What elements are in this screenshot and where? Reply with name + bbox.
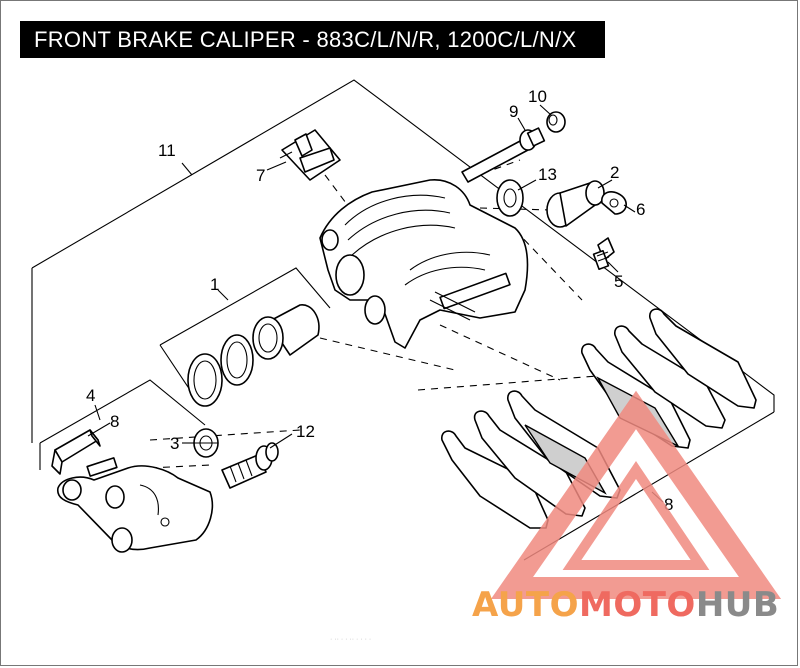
footer-text: · ·· · · ·· · · · ·: [330, 636, 371, 643]
group-outline-11: [31, 79, 775, 412]
caliper-bracket-4: [56, 457, 214, 553]
watermark-triangle: [490, 390, 782, 599]
watermark-text: AUTOMOTOHUB: [472, 585, 779, 625]
brake-pads-outer: [581, 308, 757, 449]
caliper-housing: [319, 179, 529, 349]
callout-13: 13: [538, 165, 557, 184]
watermark-logo: [490, 390, 782, 599]
washer-13: [496, 179, 524, 217]
page-title: FRONT BRAKE CALIPER - 883C/L/N/R, 1200C/…: [20, 21, 605, 58]
pad-pin-9: [461, 127, 546, 183]
pin-plug-10: [546, 111, 566, 133]
callout-10: 10: [528, 87, 547, 106]
watermark-auto: AUTO: [472, 585, 579, 625]
callout-3: 3: [170, 434, 179, 453]
group-outline-4: [39, 379, 206, 444]
callout-12: 12: [296, 422, 315, 441]
watermark-moto: MOTO: [579, 585, 696, 625]
callout-1: 1: [210, 275, 219, 294]
callout-9: 9: [509, 102, 518, 121]
callout-5: 5: [614, 272, 623, 291]
bleeder-screw-5: [592, 237, 615, 271]
group-outline-1: [159, 267, 331, 346]
piston-seals-1: [187, 304, 320, 407]
pad-clip-7: [279, 129, 341, 181]
callout-2: 2: [610, 163, 619, 182]
bushing-3: [193, 428, 219, 458]
watermark-hub: HUB: [696, 585, 779, 625]
pad-clip-8-left: [51, 429, 101, 475]
bleeder-cap-6: [601, 191, 627, 215]
callout-4: 4: [86, 386, 95, 405]
mounting-bolt-12: [221, 442, 279, 489]
callout-8-left: 8: [110, 412, 119, 431]
callout-11: 11: [158, 141, 176, 160]
callout-7: 7: [256, 166, 265, 185]
callout-6: 6: [636, 200, 645, 219]
callout-8-right: 8: [664, 495, 673, 514]
bleeder-2: [546, 180, 605, 228]
